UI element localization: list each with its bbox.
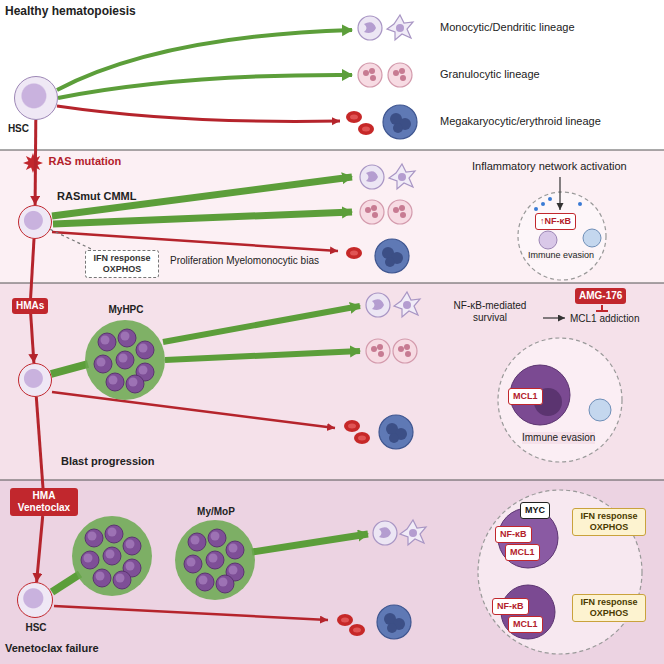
cell-cluster-art [72,516,152,596]
lineage-arrows [51,306,360,428]
box-text: IFN response OXPHOS [577,597,641,619]
inflammation-region [518,192,606,280]
stem-cell: HSC [14,76,58,120]
pathway-box: IFN response OXPHOS [572,508,646,536]
mutant-stem-cell: RASmut CMML [18,205,52,239]
box-text: ↑NF-κB [540,216,571,227]
text-label: Inflammatory network activation [472,160,627,173]
stem-cell: HSCVenetoclax failure [17,582,53,618]
leader-arrow [543,317,565,318]
protein-box: MCL1 [508,616,543,633]
lineage-arrows [57,30,352,121]
node-label: HSC [25,622,46,634]
box-text: NF-κB [497,601,524,612]
band [0,150,664,283]
connector [36,397,43,488]
box-text: HMAs [16,300,44,312]
text-label: Immune evasion [528,250,594,260]
node-label: Blast progression [61,455,155,468]
node-label: HSC [8,123,29,135]
t-cell [589,399,611,421]
box-text: AMG-176 [579,290,622,302]
connector [50,229,93,250]
blood-cells [346,15,417,139]
divider [0,479,664,480]
inhibition-bar [596,305,608,311]
connector [31,314,34,363]
divider [0,149,664,150]
cell-cluster: MyHPC [85,320,165,400]
leader-arrow [559,177,560,210]
lineage-arrows [52,177,352,251]
box-text: MYC [525,505,545,516]
text-label: MCL1 addiction [570,313,639,325]
drug-box: AMG-176 [575,288,626,304]
blood-cells [337,520,426,639]
pathway-box: IFN response OXPHOS [85,250,159,278]
text-label: Proliferation Myelomonocytic bias [170,255,319,267]
node-label: MyHPC [108,304,143,316]
node-label: My/MoP [197,506,235,518]
text-label: Megakaryocytic/erythroid lineage [440,115,601,128]
box-text: NF-κB [500,529,527,540]
box-text: HMA Venetoclax [14,490,74,514]
blood-cells [346,164,415,273]
text-label: NF-κB-mediated survival [440,300,540,323]
cytokines [534,197,601,249]
text-label: Immune evasion [522,432,595,444]
mutation-burst [23,153,43,173]
cell-region [478,490,642,654]
connector [31,239,34,298]
edge-label: RAS mutation [48,155,121,168]
pathway-box: IFN response OXPHOS [572,594,646,622]
connector [34,120,38,205]
box-text: IFN response OXPHOS [90,253,154,275]
band [0,0,664,150]
connector [37,516,43,582]
cell-region [498,338,622,462]
text-label: Granulocytic lineage [440,68,540,81]
node-label: RASmut CMML [57,190,136,203]
band [0,283,664,480]
box-text: MCL1 [513,619,538,630]
protein-box: MCL1 [505,544,540,561]
pathway-box: NF-κB [492,598,529,615]
node-label: Venetoclax failure [5,642,99,655]
protein-box: MCL1 [508,388,543,405]
blood-cells [344,292,420,449]
pathway-box: ↑NF-κB [535,213,576,230]
gene-box: MYC [520,502,550,519]
text-label: Healthy hematopoiesis [5,5,136,19]
text-label: Monocytic/Dendritic lineage [440,21,575,34]
drug-box: HMAs [12,298,48,314]
box-text: IFN response OXPHOS [577,511,641,533]
progenitor-cell: Blast progression [18,363,52,397]
band [0,480,664,664]
cell-cluster-art [85,320,165,400]
pathway-box: NF-κB [495,526,532,543]
divider [0,282,664,283]
cell-cluster-art [175,520,255,600]
box-text: MCL1 [510,547,535,558]
box-text: MCL1 [513,391,538,402]
drug-box: HMA Venetoclax [10,488,78,516]
cell-cluster: My/MoP [177,522,253,598]
